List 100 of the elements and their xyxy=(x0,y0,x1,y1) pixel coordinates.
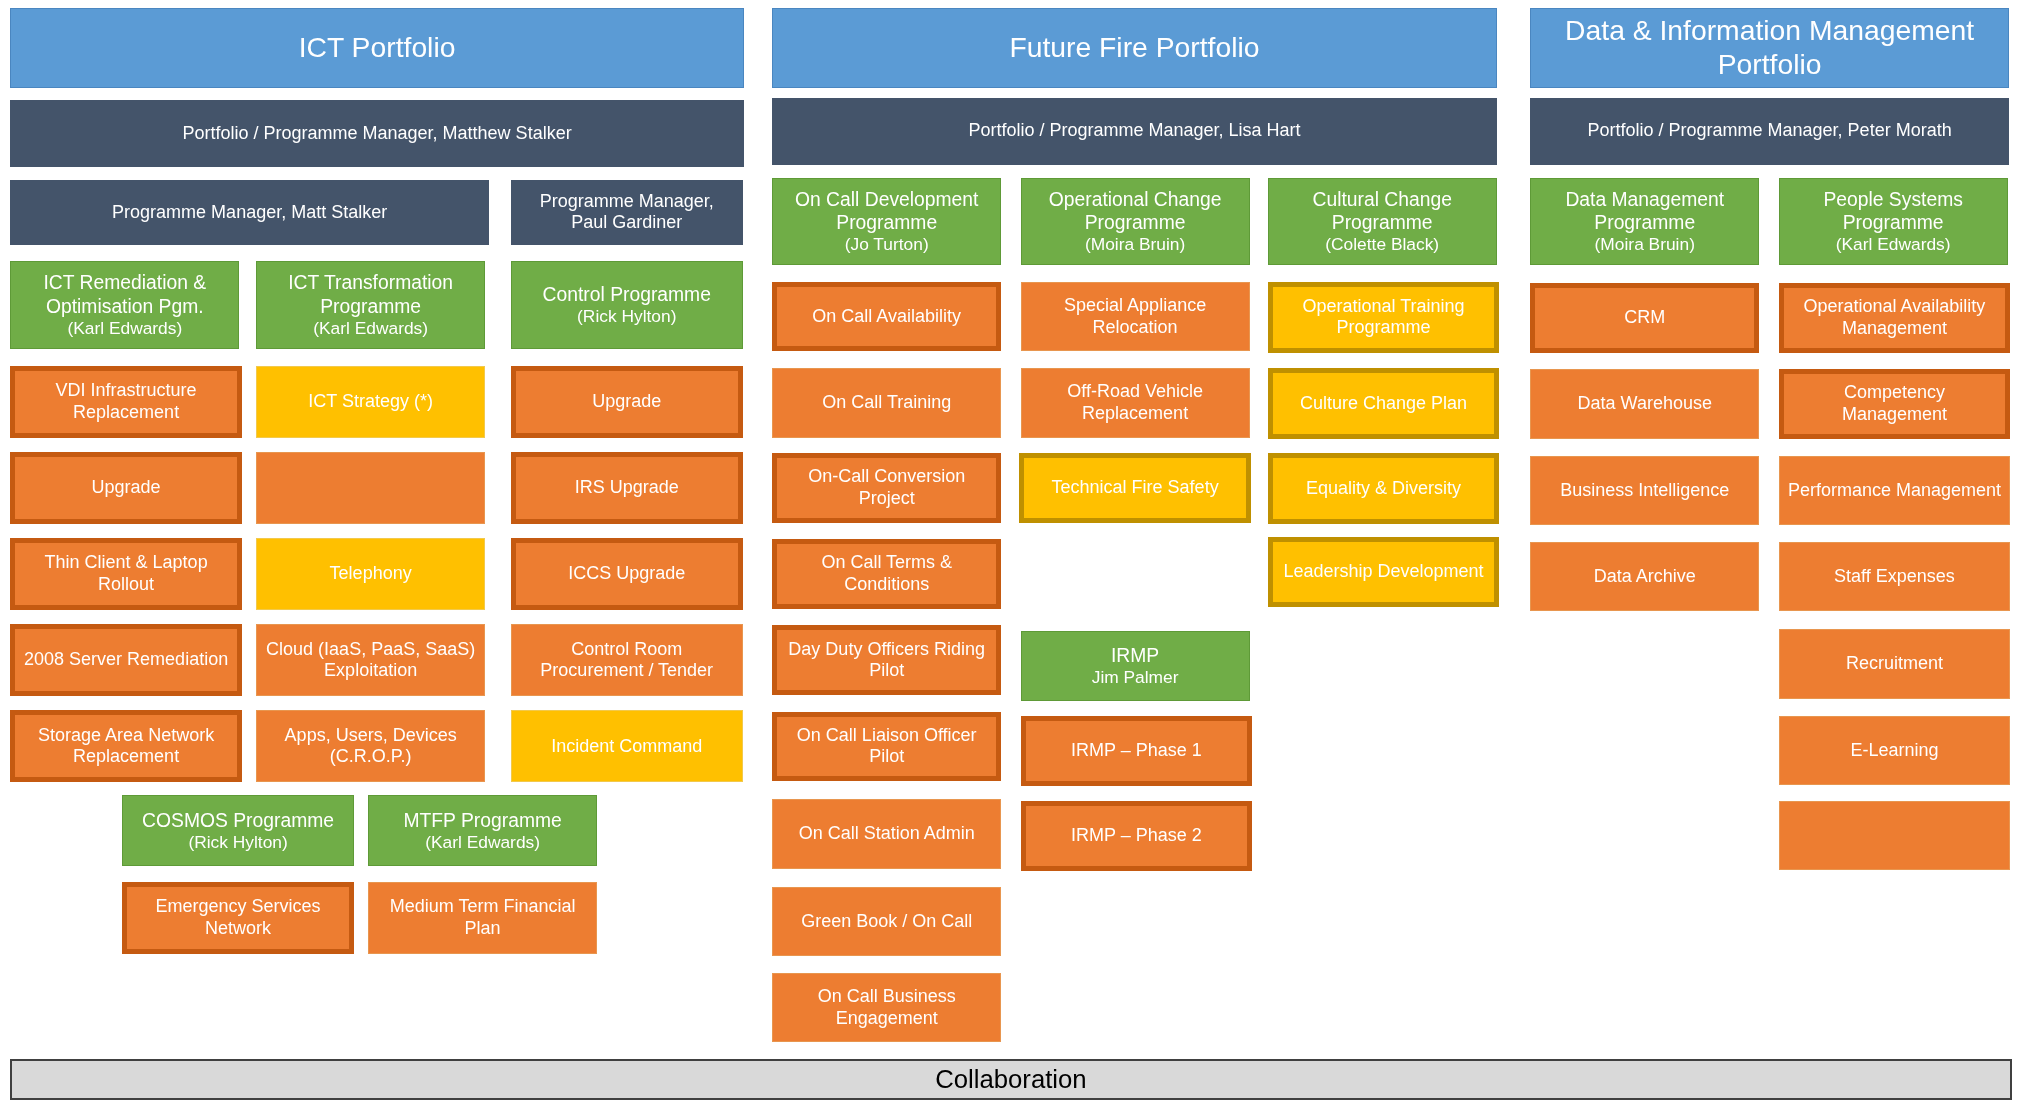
project-box xyxy=(256,710,486,783)
project-box xyxy=(510,710,743,783)
project-box xyxy=(772,625,1002,695)
box-subtitle: (Jo Turton) xyxy=(844,234,929,255)
project-box xyxy=(1267,453,1500,524)
project-box xyxy=(1267,368,1500,439)
project-box xyxy=(510,624,743,697)
project-box xyxy=(772,711,1002,782)
box-title: VDI Infrastructure Replacement xyxy=(54,379,198,424)
box-title: Storage Area Network Replacement xyxy=(37,724,216,769)
box-subtitle: (Karl Edwards) xyxy=(425,831,540,853)
box-subtitle: (Karl Edwards) xyxy=(67,317,183,339)
box-title: Special Appliance Relocation xyxy=(1063,294,1208,339)
box-title: ICT Transformation Programme xyxy=(287,271,455,318)
project-box xyxy=(256,365,486,438)
programme-box xyxy=(10,261,240,349)
project-box xyxy=(1778,283,2011,353)
box-title: On Call Liaison Officer Pilot xyxy=(795,724,978,769)
programme-box xyxy=(510,261,743,349)
project-box xyxy=(256,624,486,697)
portfolio-header xyxy=(1530,7,2009,88)
programme-box xyxy=(1020,630,1250,702)
box-title: People Systems Programme xyxy=(1822,187,1964,235)
project-box xyxy=(10,624,242,697)
box-title: Technical Fire Safety xyxy=(1051,476,1219,499)
box-title: On Call Training xyxy=(822,392,952,414)
project-box xyxy=(10,365,242,438)
box-title: On-Call Conversion Project xyxy=(807,466,967,510)
project-box xyxy=(772,799,1002,869)
box-title: Cultural Change Programme xyxy=(1311,187,1453,235)
box-title: Incident Command xyxy=(551,735,703,758)
box-title: IRMP – Phase 1 xyxy=(1071,740,1202,762)
project-box xyxy=(510,365,743,438)
project-box xyxy=(256,451,486,524)
project-box xyxy=(1020,800,1253,872)
box-subtitle: (Moira Bruin) xyxy=(1594,234,1695,255)
box-title: Day Duty Officers Riding Pilot xyxy=(787,638,987,682)
project-box xyxy=(772,886,1002,957)
programme-box xyxy=(1267,177,1497,266)
box-title: Performance Management xyxy=(1787,479,2001,502)
box-title: Portfolio / Programme Manager, Peter Morath xyxy=(1587,120,1952,143)
box-title: On Call Development Programme xyxy=(794,187,980,235)
project-box xyxy=(122,881,354,954)
project-box xyxy=(1778,800,2011,870)
box-title: Apps, Users, Devices (C.R.O.P.) xyxy=(283,724,458,769)
box-title: Emergency Services Network xyxy=(154,896,322,940)
project-box xyxy=(1020,715,1253,787)
box-title: Data & Information Management Portfolio xyxy=(1564,13,1976,82)
box-title: Programme Manager, Matt Stalker xyxy=(112,201,388,224)
project-box xyxy=(1778,629,2011,699)
project-box xyxy=(10,451,242,524)
box-title: Telephony xyxy=(329,563,412,585)
box-title: Medium Term Financial Plan xyxy=(388,896,577,940)
box-title: On Call Business Engagement xyxy=(816,986,957,1030)
box-title: Data Warehouse xyxy=(1577,393,1712,415)
box-title: Culture Change Plan xyxy=(1299,392,1468,415)
box-title: ICCS Upgrade xyxy=(568,563,686,585)
box-title: ICT Remediation & Optimisation Pgm. xyxy=(42,271,208,318)
box-title: Upgrade xyxy=(592,390,662,413)
box-title: Control Programme xyxy=(542,283,711,307)
programme-box xyxy=(1778,177,2008,266)
programme-box xyxy=(1020,177,1250,266)
project-box xyxy=(256,537,486,610)
box-title: On Call Availability xyxy=(812,305,962,328)
project-box xyxy=(10,537,242,610)
box-title: Operational Change Programme xyxy=(1047,187,1223,235)
project-box xyxy=(1020,281,1250,352)
project-box xyxy=(1778,541,2011,612)
box-title: ICT Portfolio xyxy=(298,30,456,65)
box-title: IRMP – Phase 2 xyxy=(1071,825,1202,847)
project-box xyxy=(1020,368,1250,438)
project-box xyxy=(772,281,1002,352)
box-title: Collaboration xyxy=(935,1064,1087,1096)
box-subtitle: (Rick Hylton) xyxy=(188,831,288,853)
project-box xyxy=(1267,536,1500,608)
project-box xyxy=(1530,455,1760,526)
box-subtitle: (Karl Edwards) xyxy=(313,317,429,339)
box-title: Portfolio / Programme Manager, Matthew Stalker xyxy=(182,123,572,145)
portfolio-header xyxy=(772,7,1497,88)
project-box xyxy=(1530,369,1760,439)
box-title: Cloud (IaaS, PaaS, SaaS) Exploitation xyxy=(265,638,477,682)
manager-bar xyxy=(10,180,490,245)
collaboration-bar xyxy=(10,1059,2012,1101)
box-title: Programme Manager, Paul Gardiner xyxy=(538,190,715,234)
box-subtitle: (Moira Bruin) xyxy=(1084,234,1186,255)
project-box xyxy=(772,539,1002,609)
box-title: Upgrade xyxy=(91,476,161,499)
box-subtitle: Jim Palmer xyxy=(1091,667,1179,688)
box-title: Business Intelligence xyxy=(1560,479,1730,502)
box-subtitle: (Colette Black) xyxy=(1325,234,1440,255)
project-box xyxy=(1530,541,1760,612)
box-title: E-Learning xyxy=(1850,739,1939,762)
programme-box xyxy=(122,795,354,867)
manager-bar xyxy=(772,97,1497,165)
box-title: Competency Management xyxy=(1840,382,1948,426)
project-box xyxy=(1530,283,1760,353)
box-title: Control Room Procurement / Tender xyxy=(539,638,715,682)
box-title: Operational Training Programme xyxy=(1301,295,1466,339)
box-title: Off-Road Vehicle Replacement xyxy=(1066,381,1204,425)
programme-box xyxy=(1530,177,1760,266)
